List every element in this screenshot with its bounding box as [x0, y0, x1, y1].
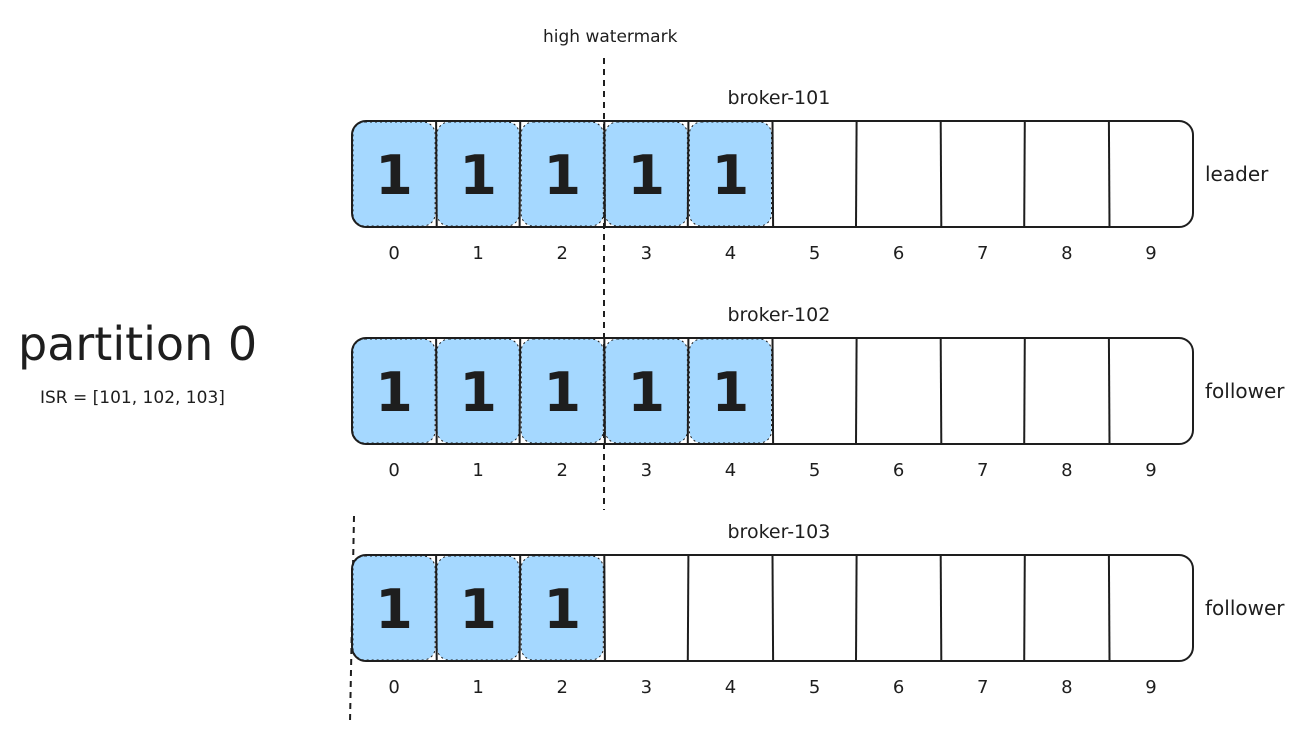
- cell-divider: [771, 120, 775, 228]
- offset-label: 3: [641, 677, 652, 698]
- log-entry-value: 1: [375, 361, 413, 424]
- offset-label: 5: [809, 243, 820, 264]
- cell-divider: [518, 554, 522, 662]
- log-entry-value: 1: [628, 144, 666, 207]
- broker-role: leader: [1205, 162, 1269, 186]
- cell-divider: [1023, 120, 1026, 228]
- offset-label: 0: [388, 677, 399, 698]
- offset-label: 7: [977, 677, 988, 698]
- high-watermark-label: high watermark: [543, 27, 678, 47]
- log-entry-value: 1: [712, 361, 750, 424]
- offset-label: 5: [809, 460, 820, 481]
- log-entry-value: 1: [375, 578, 413, 641]
- offset-label: 1: [472, 460, 483, 481]
- offset-label: 3: [641, 460, 652, 481]
- offset-label: 9: [1145, 460, 1156, 481]
- offset-label: 9: [1145, 243, 1156, 264]
- log-entry-filled: [520, 121, 604, 227]
- offset-label: 8: [1061, 460, 1072, 481]
- broker-role: follower: [1205, 379, 1285, 403]
- offset-label: 8: [1061, 243, 1072, 264]
- cell-divider: [855, 337, 858, 445]
- offset-label: 0: [388, 243, 399, 264]
- cell-divider: [939, 120, 943, 228]
- cell-divider: [603, 554, 606, 662]
- log-entry-filled: [352, 338, 436, 444]
- log-entry-filled: [352, 121, 436, 227]
- partition-title: partition 0: [18, 317, 257, 371]
- cell-divider: [939, 337, 943, 445]
- log-entry-value: 1: [543, 361, 581, 424]
- offset-label: 5: [809, 677, 820, 698]
- offset-label: 0: [388, 460, 399, 481]
- cell-divider: [518, 337, 522, 445]
- log-entry-filled: [688, 121, 773, 227]
- offset-label: 2: [557, 243, 568, 264]
- broker-name: broker-101: [728, 87, 831, 109]
- offset-label: 7: [977, 243, 988, 264]
- cell-divider: [855, 554, 858, 662]
- log-entry-filled: [352, 555, 436, 661]
- offset-label: 2: [557, 460, 568, 481]
- log-entry-filled: [520, 555, 604, 661]
- log-entry-filled: [688, 338, 773, 444]
- offset-label: 3: [641, 243, 652, 264]
- log-entry-value: 1: [543, 144, 581, 207]
- cell-divider: [435, 120, 438, 228]
- broker-name: broker-103: [728, 521, 831, 543]
- log-entry-value: 1: [628, 361, 666, 424]
- cell-divider: [939, 554, 943, 662]
- log-entry-filled: [520, 338, 604, 444]
- isr-label: ISR = [101, 102, 103]: [40, 388, 225, 408]
- cell-divider: [603, 120, 606, 228]
- offset-label: 7: [977, 460, 988, 481]
- broker-name: broker-102: [728, 304, 831, 326]
- cell-divider: [435, 337, 438, 445]
- offset-label: 8: [1061, 677, 1072, 698]
- offset-label: 4: [725, 243, 736, 264]
- cell-divider: [686, 554, 690, 662]
- cell-divider: [435, 554, 438, 662]
- cell-divider: [603, 337, 606, 445]
- log-entry-value: 1: [459, 144, 497, 207]
- cell-divider: [1107, 554, 1111, 662]
- offset-label: 4: [725, 460, 736, 481]
- offset-label: 4: [725, 677, 736, 698]
- cell-divider: [686, 337, 690, 445]
- log-entry-value: 1: [543, 578, 581, 641]
- log-entry-value: 1: [712, 144, 750, 207]
- broker-role: follower: [1205, 596, 1285, 620]
- cell-divider: [1023, 337, 1026, 445]
- cell-divider: [518, 120, 522, 228]
- cell-divider: [1107, 337, 1111, 445]
- log-entry-value: 1: [459, 361, 497, 424]
- cell-divider: [686, 120, 690, 228]
- offset-label: 2: [557, 677, 568, 698]
- offset-label: 6: [893, 460, 904, 481]
- offset-label: 1: [472, 243, 483, 264]
- cell-divider: [855, 120, 858, 228]
- cell-divider: [1023, 554, 1026, 662]
- offset-label: 9: [1145, 677, 1156, 698]
- offset-label: 6: [893, 243, 904, 264]
- offset-label: 1: [472, 677, 483, 698]
- cell-divider: [1107, 120, 1111, 228]
- cell-divider: [771, 554, 775, 662]
- log-entry-value: 1: [375, 144, 413, 207]
- log-entry-value: 1: [459, 578, 497, 641]
- cell-divider: [771, 337, 775, 445]
- offset-label: 6: [893, 677, 904, 698]
